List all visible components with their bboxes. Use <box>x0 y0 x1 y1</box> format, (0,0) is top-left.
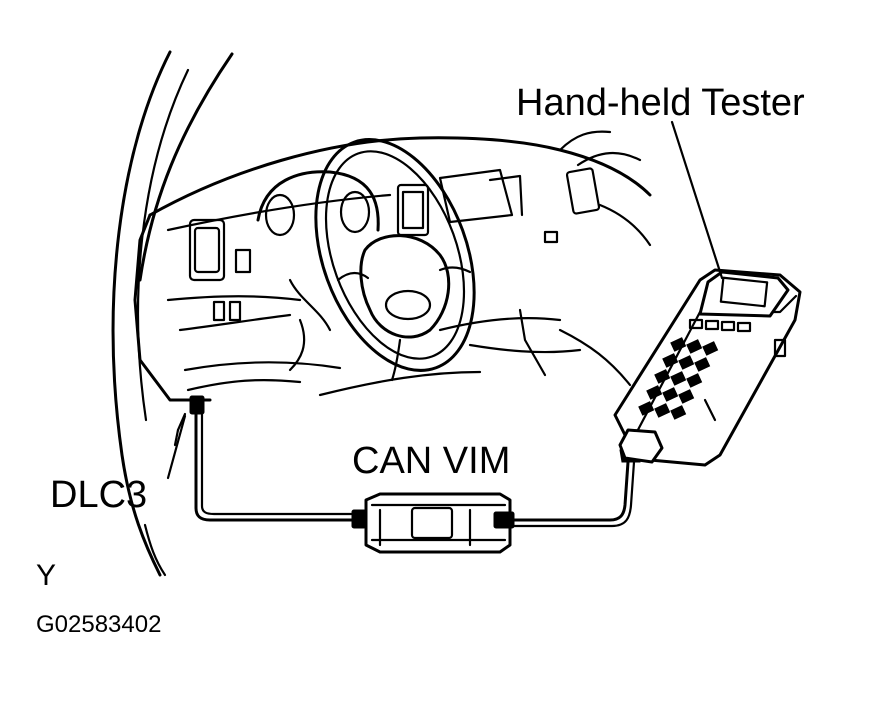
can-vim-module <box>351 492 515 554</box>
dlc3-cable <box>194 410 354 522</box>
leader-lines <box>166 120 724 480</box>
hand-held-tester-device <box>613 268 802 467</box>
hand-held-tester-label: Hand-held Tester <box>516 82 805 124</box>
figure-id-label: G02583402 <box>36 611 162 638</box>
view-code-label: Y <box>36 559 57 592</box>
dlc3-label: DLC3 <box>50 474 148 516</box>
dashboard <box>133 130 652 402</box>
can-vim-label: CAN VIM <box>352 440 511 482</box>
tester-cable <box>512 449 643 528</box>
tester-keypad <box>638 337 719 420</box>
steering-wheel <box>314 138 476 382</box>
